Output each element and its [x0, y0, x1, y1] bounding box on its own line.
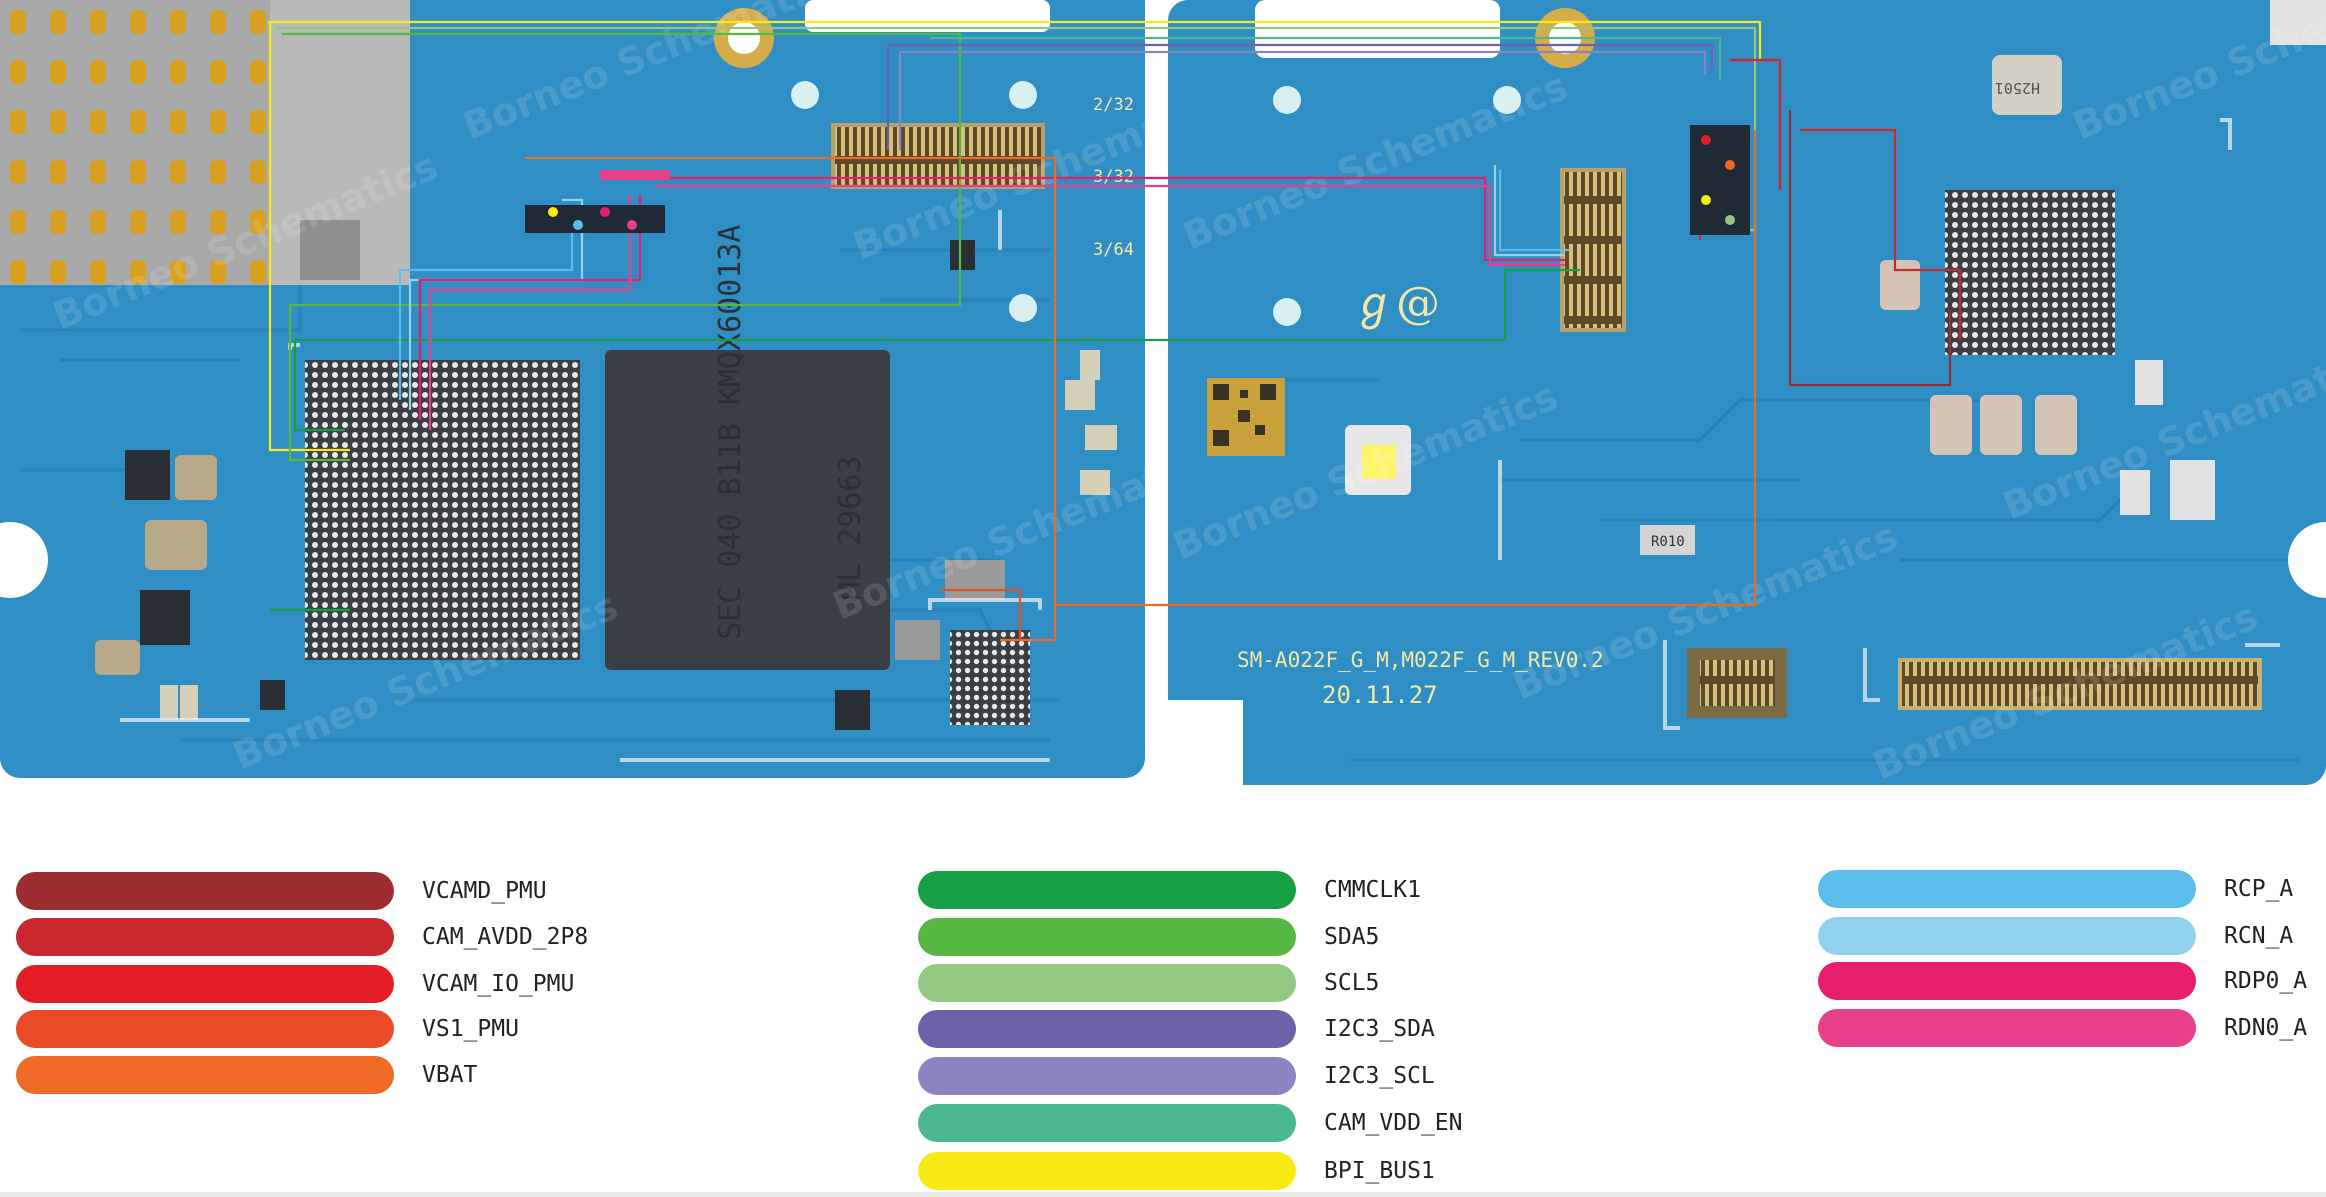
trace-vbat — [525, 130, 1757, 642]
legend-item: I2C3_SDA — [918, 1010, 1435, 1048]
legend-swatch — [918, 871, 1296, 909]
board-model-label: SM-A022F_G_M,M022F_G_M_REV0.2 — [1237, 648, 1604, 672]
emmc-marking-2: ML 29663 — [833, 456, 868, 601]
legend-swatch — [918, 1152, 1296, 1190]
connector-bottom-long — [1900, 660, 2260, 708]
legend-net-name: I2C3_SCL — [1324, 1063, 1435, 1089]
legend-item: VCAMD_PMU — [16, 872, 547, 910]
bottom-divider — [0, 1192, 2326, 1197]
legend-swatch — [918, 964, 1296, 1002]
legend-swatch — [16, 872, 394, 910]
legend-item: CMMCLK1 — [918, 871, 1421, 909]
legend-swatch — [918, 1010, 1296, 1048]
legend-net-name: VBAT — [422, 1062, 478, 1088]
legend-swatch — [1818, 962, 2196, 1000]
legend-item: RCN_A — [1818, 917, 2293, 955]
legend-swatch — [1818, 870, 2196, 908]
legend-swatch — [16, 965, 394, 1003]
legend-net-name: BPI_BUS1 — [1324, 1158, 1435, 1184]
layer-label-3: 3/64 — [1093, 240, 1134, 260]
camera-connector — [1562, 170, 1624, 330]
legend-item: CAM_AVDD_2P8 — [16, 918, 588, 956]
legend-item: RDN0_A — [1818, 1009, 2307, 1047]
pcb-board-diagram: SEC 040 B11B KMQX60013A ML 29663 — [0, 0, 2326, 790]
legend-net-name: SDA5 — [1324, 924, 1380, 950]
net-nodes — [525, 125, 1750, 235]
right-bga — [1945, 190, 2115, 355]
legend-item: I2C3_SCL — [918, 1057, 1435, 1095]
trace-i2c3-scl — [898, 50, 1707, 150]
legend-item: VS1_PMU — [16, 1010, 519, 1048]
layer-label-1: 2/32 — [1093, 95, 1134, 115]
trace-bpi-bus1 — [268, 20, 1762, 452]
legend-swatch — [918, 1057, 1296, 1095]
legend-net-name: CAM_AVDD_2P8 — [422, 924, 589, 950]
legend-swatch — [1818, 1009, 2196, 1047]
legend-swatch — [16, 1056, 394, 1094]
legend-net-name: RDP0_A — [2224, 968, 2308, 994]
legend-item: CAM_VDD_EN — [918, 1104, 1462, 1142]
left-board: SEC 040 B11B KMQX60013A ML 29663 — [0, 0, 1244, 778]
legend-item: BPI_BUS1 — [918, 1152, 1435, 1190]
trace-cam-vdd-en — [930, 36, 1722, 80]
trace-rdn0-a — [428, 184, 1565, 430]
legend-item: RDP0_A — [1818, 962, 2307, 1000]
board-date-label: 20.11.27 — [1322, 681, 1438, 709]
legend-swatch — [1818, 917, 2196, 955]
trace-vs1-pmu — [940, 588, 1022, 640]
legend-net-name: RCP_A — [2224, 876, 2294, 902]
right-board: H2501 R010 ℊ@ SM-A022F_G_M,M022F_G_M_REV… — [1167, 0, 2326, 790]
trace-sda5 — [282, 32, 962, 462]
emmc-chip — [605, 350, 890, 670]
legend-net-name: CAM_VDD_EN — [1324, 1110, 1463, 1136]
legend-item: SDA5 — [918, 918, 1379, 956]
legend-swatch — [16, 1010, 394, 1048]
legend-net-name: I2C3_SDA — [1324, 1016, 1435, 1042]
trace-vcamd-pmu — [1788, 110, 1952, 387]
legend-swatch — [16, 918, 394, 956]
trace-cam-avdd-2p8 — [1800, 128, 1962, 340]
legend-item: RCP_A — [1818, 870, 2293, 908]
trace-rdp0-a — [418, 176, 1565, 420]
emmc-marking: SEC 040 B11B KMQX60013A — [713, 225, 748, 640]
trace-cmmclk1 — [270, 268, 1580, 612]
legend-item: VCAM_IO_PMU — [16, 965, 574, 1003]
legend-item: SCL5 — [918, 964, 1379, 1002]
component-label-h2501: H2501 — [1995, 79, 2040, 97]
legend-swatch — [918, 918, 1296, 956]
legend-net-name: RDN0_A — [2224, 1015, 2308, 1041]
component-label-r010: R010 — [1651, 534, 1685, 550]
legend-item: VBAT — [16, 1056, 477, 1094]
legend-net-name: VS1_PMU — [422, 1016, 519, 1042]
legend-net-name: CMMCLK1 — [1324, 877, 1421, 903]
legend-net-name: VCAMD_PMU — [422, 878, 547, 904]
legend-net-name: VCAM_IO_PMU — [422, 971, 575, 997]
samsung-logo: ℊ@ — [1352, 278, 1440, 330]
legend-swatch — [918, 1104, 1296, 1142]
trace-i2c3-sda — [886, 43, 1714, 150]
legend-net-name: RCN_A — [2224, 923, 2294, 949]
soc-bga — [305, 360, 580, 660]
small-bga — [950, 630, 1030, 725]
connector-top-left — [833, 125, 1043, 187]
legend-net-name: SCL5 — [1324, 970, 1380, 996]
